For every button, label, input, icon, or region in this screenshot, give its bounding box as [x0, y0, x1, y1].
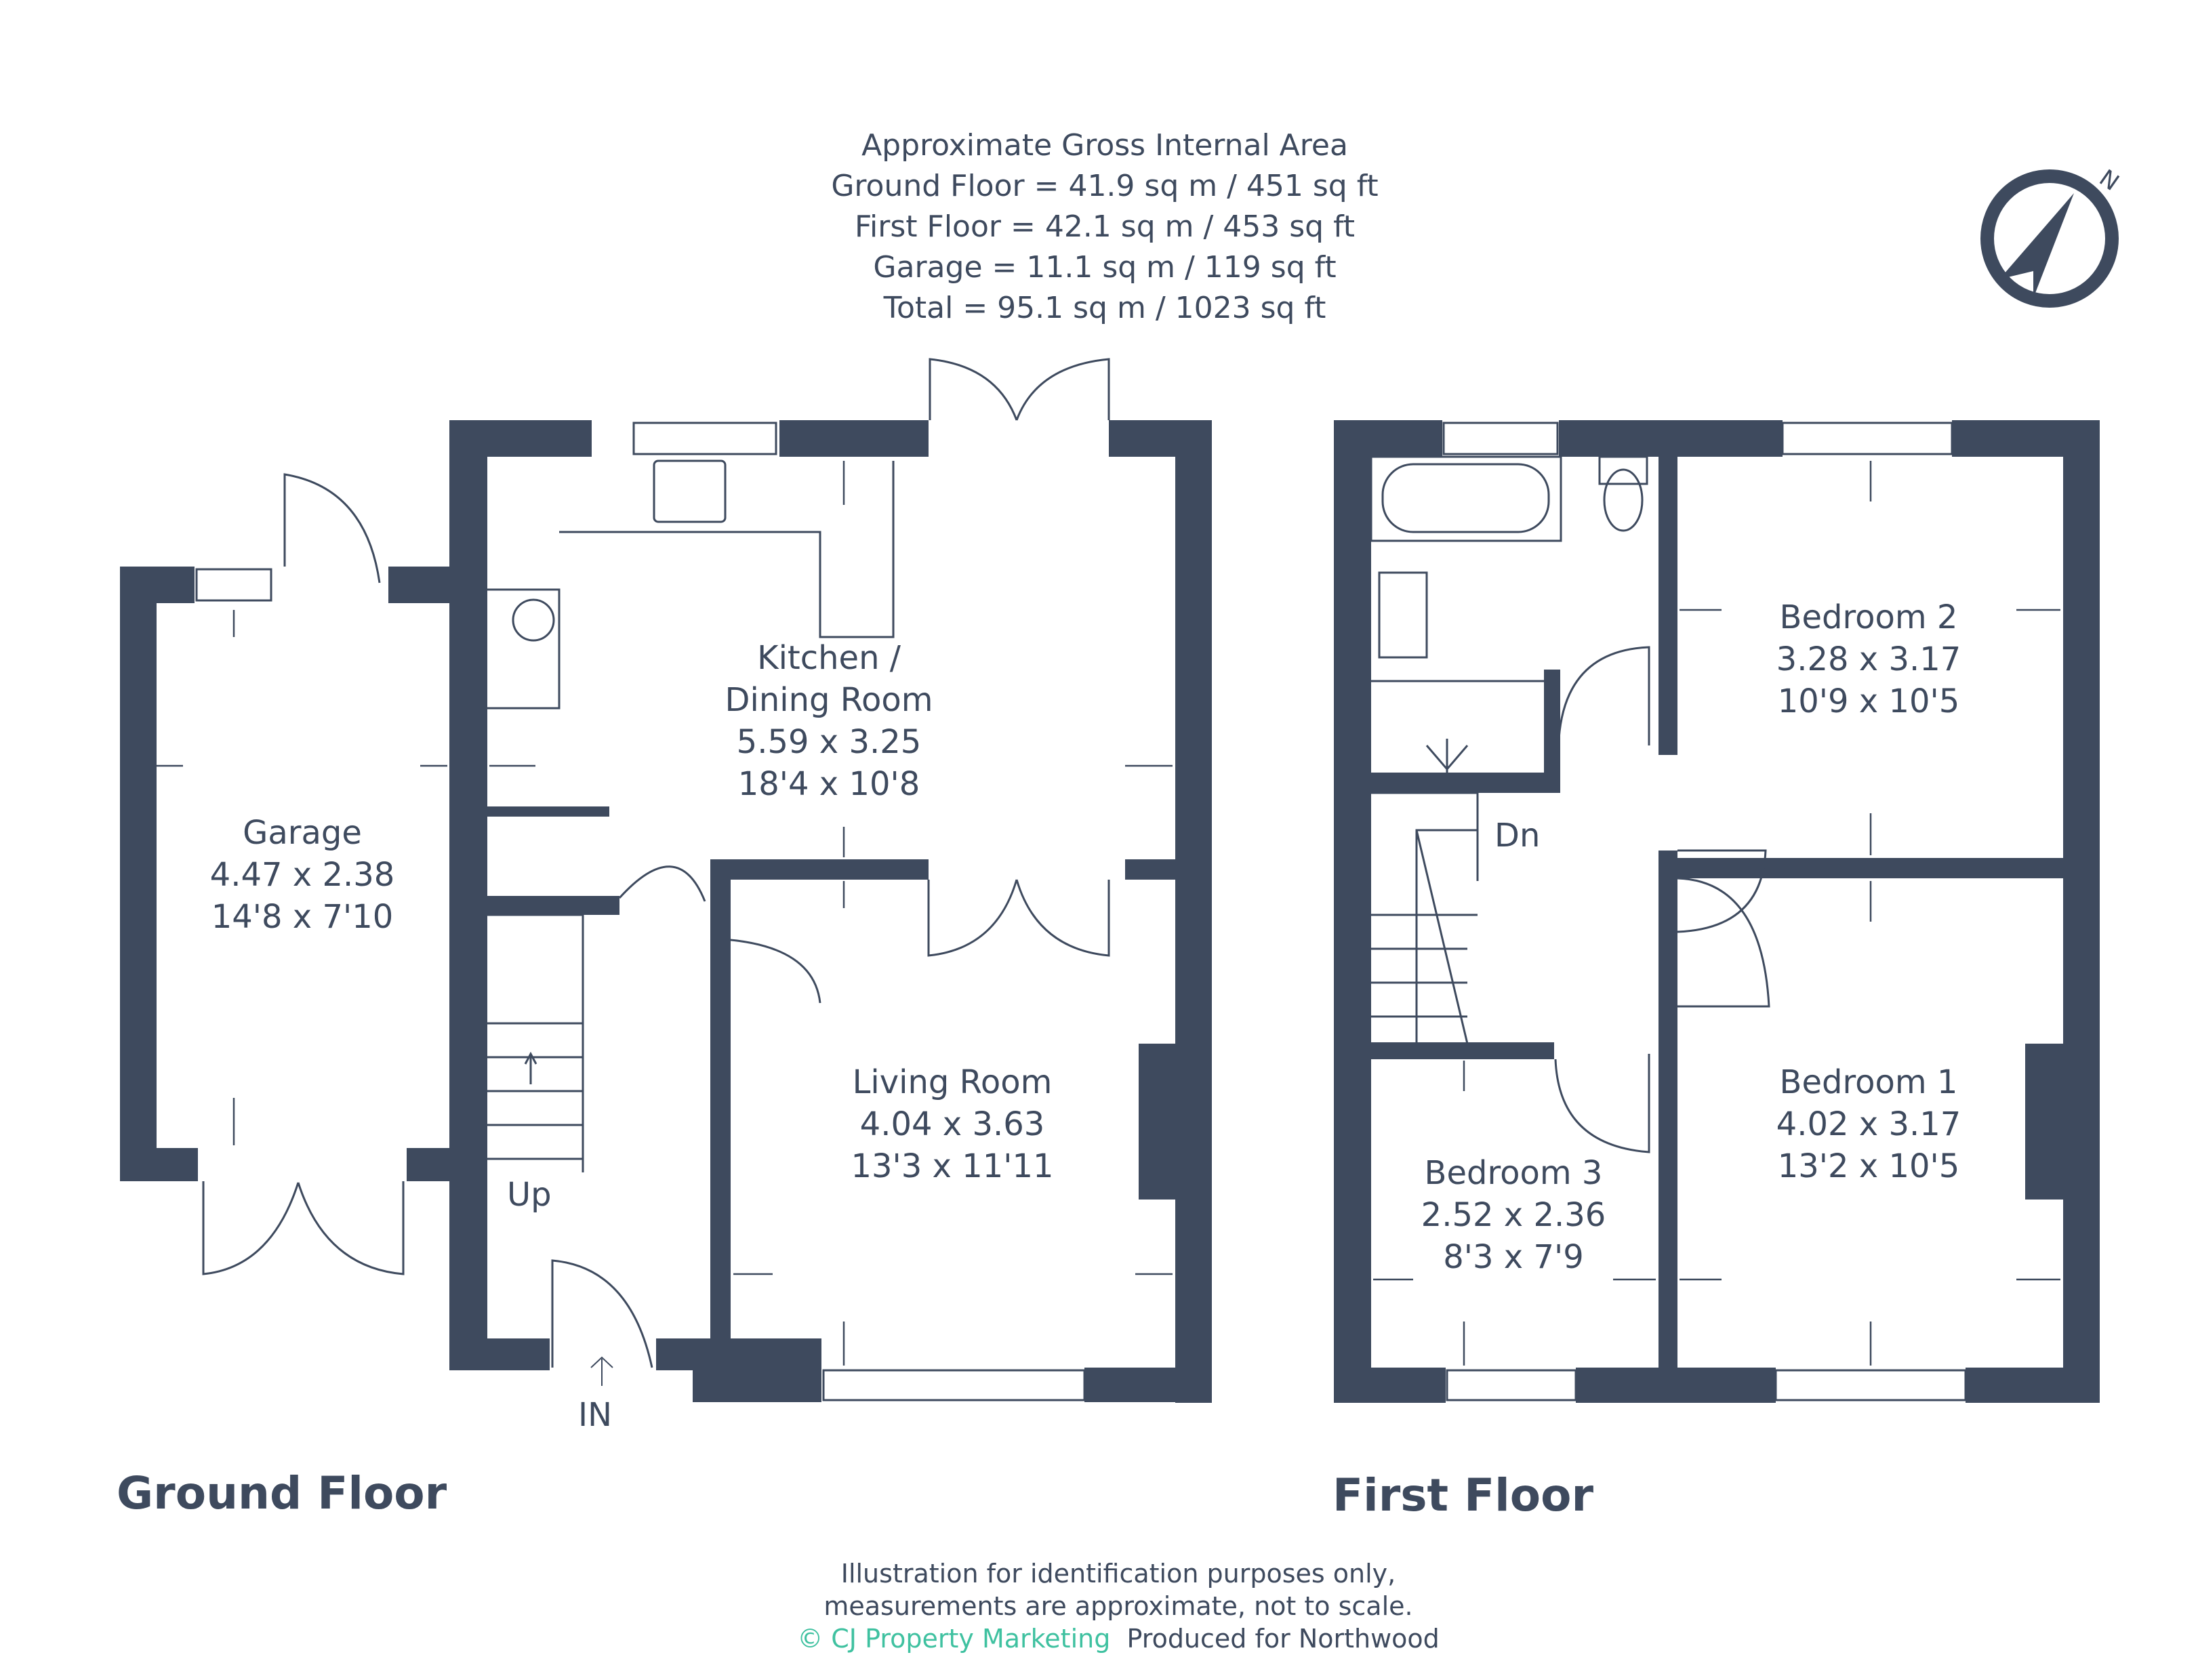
room-living-room: Living Room 4.04 x 3.63 13'3 x 11'11	[851, 1061, 1053, 1187]
room-imperial: 10'9 x 10'5	[1777, 682, 1960, 720]
room-metric: 4.02 x 3.17	[1776, 1105, 1961, 1143]
room-metric: 2.52 x 2.36	[1421, 1196, 1606, 1234]
footer-credits: © CJ Property Marketing Produced for Nor…	[678, 1622, 1559, 1655]
room-imperial: 13'3 x 11'11	[851, 1147, 1054, 1185]
room-bedroom-3: Bedroom 3 2.52 x 2.36 8'3 x 7'9	[1421, 1152, 1606, 1278]
room-metric: 3.28 x 3.17	[1776, 640, 1961, 678]
area-title: Approximate Gross Internal Area	[861, 128, 1348, 163]
area-total: Total = 95.1 sq m / 1023 sq ft	[883, 291, 1326, 325]
footer-disclaimer: Illustration for identification purposes…	[678, 1557, 1559, 1655]
room-name-line1: Kitchen /	[757, 639, 901, 677]
area-ground-floor: Ground Floor = 41.9 sq m / 451 sq ft	[831, 169, 1379, 203]
entrance-label: IN	[578, 1396, 613, 1434]
room-bedroom-1: Bedroom 1 4.02 x 3.17 13'2 x 10'5	[1776, 1061, 1961, 1187]
brand-credit: © CJ Property Marketing	[797, 1624, 1111, 1654]
stairs-down-label: Dn	[1494, 817, 1541, 855]
room-name: Living Room	[852, 1063, 1053, 1101]
footer-line-1: Illustration for identification purposes…	[840, 1559, 1396, 1589]
area-first-floor: First Floor = 42.1 sq m / 453 sq ft	[854, 209, 1356, 244]
ground-floor-dimension-arrows	[156, 461, 1173, 1366]
area-summary: Approximate Gross Internal Area Ground F…	[766, 125, 1444, 329]
room-imperial: 8'3 x 7'9	[1443, 1238, 1584, 1276]
room-name: Bedroom 1	[1779, 1063, 1958, 1101]
room-garage: Garage 4.47 x 2.38 14'8 x 7'10	[210, 812, 395, 938]
room-name: Bedroom 2	[1779, 598, 1958, 636]
room-imperial: 18'4 x 10'8	[737, 765, 920, 803]
room-kitchen-dining: Kitchen / Dining Room 5.59 x 3.25 18'4 x…	[725, 637, 933, 805]
room-imperial: 13'2 x 10'5	[1777, 1147, 1960, 1185]
room-metric: 4.04 x 3.63	[859, 1105, 1045, 1143]
first-floor-walls	[1334, 420, 2100, 1403]
first-floor-dimension-arrows	[1373, 461, 2060, 1366]
ground-floor-walls	[120, 420, 1212, 1403]
area-garage: Garage = 11.1 sq m / 119 sq ft	[873, 250, 1337, 285]
first-floor-fixtures	[1337, 422, 1967, 1401]
room-metric: 5.59 x 3.25	[736, 723, 922, 761]
room-bedroom-2: Bedroom 2 3.28 x 3.17 10'9 x 10'5	[1776, 596, 1961, 722]
compass-north-icon: N	[1980, 165, 2124, 308]
produced-for: Produced for Northwood	[1126, 1624, 1440, 1654]
ground-floor-fixtures	[195, 358, 1110, 1401]
room-name: Bedroom 3	[1424, 1154, 1603, 1192]
ground-floor-title: Ground Floor	[117, 1467, 447, 1519]
stairs-up-label: Up	[507, 1176, 552, 1214]
room-imperial: 14'8 x 7'10	[211, 898, 394, 936]
room-name: Garage	[243, 814, 362, 852]
room-name-line2: Dining Room	[725, 681, 933, 719]
first-floor-title: First Floor	[1332, 1469, 1594, 1521]
room-metric: 4.47 x 2.38	[209, 856, 395, 894]
footer-line-2: measurements are approximate, not to sca…	[823, 1591, 1413, 1621]
